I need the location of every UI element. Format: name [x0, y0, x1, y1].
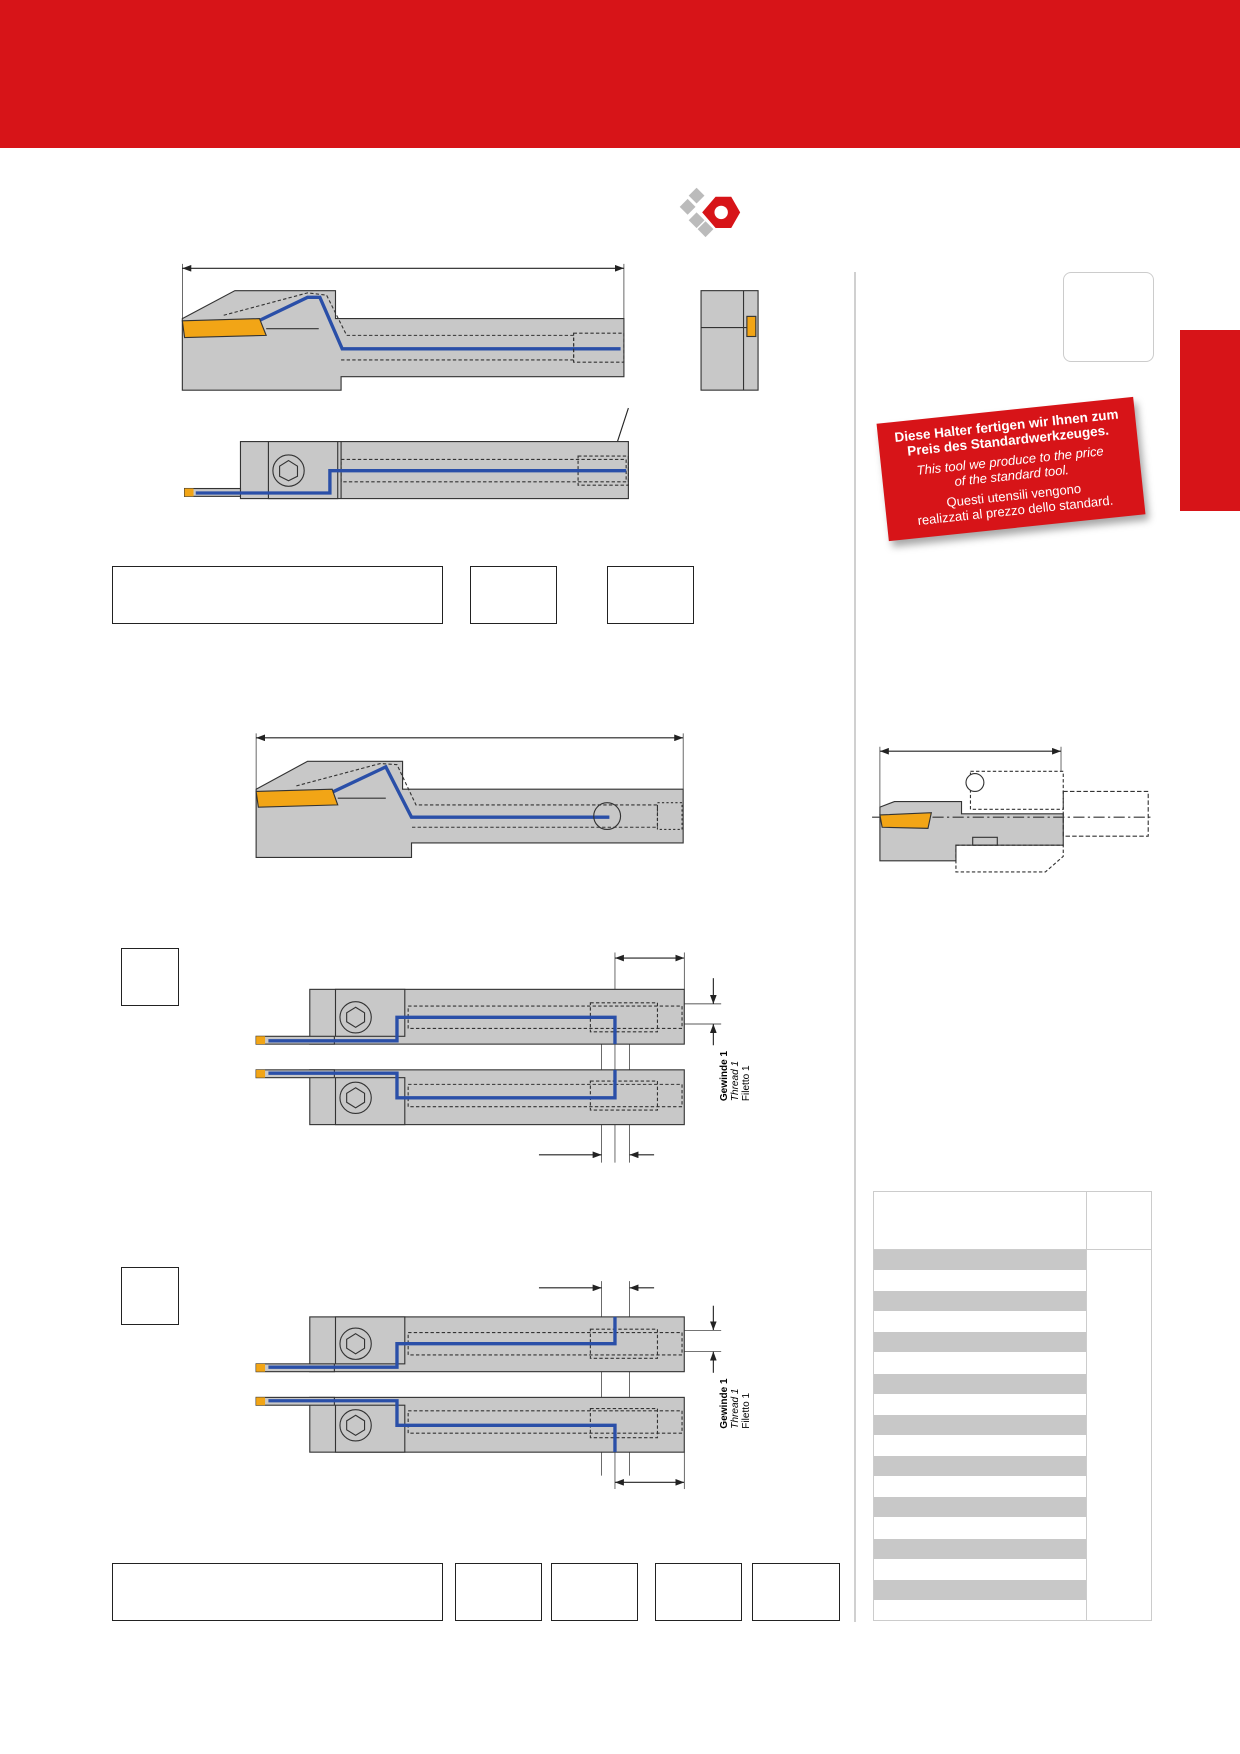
table-row	[874, 1374, 1086, 1394]
bottom-box-2	[551, 1563, 638, 1621]
table-column-divider	[1086, 1192, 1087, 1620]
order-code-box	[112, 566, 443, 624]
bottom-order-code-box	[112, 1563, 443, 1621]
table-row	[874, 1497, 1086, 1517]
table-row	[874, 1332, 1086, 1352]
thread-label-it-b: Filetto 1	[741, 1393, 752, 1429]
thread-label-en-b: Thread 1	[730, 1388, 741, 1428]
spec-table	[873, 1191, 1152, 1621]
header-banner	[0, 0, 1240, 148]
table-header-divider	[874, 1249, 1151, 1250]
icon-placeholder-box	[1063, 272, 1154, 362]
table-row	[874, 1250, 1086, 1270]
variant-b-label-box	[121, 1267, 179, 1325]
holder-end-view	[700, 290, 759, 391]
chapter-tab	[1180, 330, 1240, 511]
variant-a-label-box	[121, 948, 179, 1006]
holder-side-view	[181, 263, 625, 391]
dimension-box-1	[470, 566, 557, 624]
table-row	[874, 1291, 1086, 1311]
bottom-box-1	[455, 1563, 542, 1621]
thread-label-de: Gewinde 1	[719, 1050, 730, 1101]
bottom-box-4	[752, 1563, 840, 1621]
thread-label-en: Thread 1	[730, 1061, 741, 1101]
thread-label-de-b: Gewinde 1	[719, 1378, 730, 1429]
bottom-box-3	[655, 1563, 742, 1621]
thread-label-it: Filetto 1	[741, 1065, 752, 1101]
dimension-box-2	[607, 566, 694, 624]
column-divider	[854, 272, 856, 1622]
variant-a-drawing: Gewinde 1 Thread 1 Filetto 1	[255, 952, 752, 1163]
holder-variant-side-view	[255, 733, 684, 858]
table-row	[874, 1580, 1086, 1600]
table-row	[874, 1539, 1086, 1559]
variant-b-drawing: Gewinde 1 Thread 1 Filetto 1	[255, 1281, 752, 1490]
holder-top-view	[184, 407, 629, 500]
brand-logo	[679, 187, 741, 238]
table-row	[874, 1415, 1086, 1435]
table-row	[874, 1456, 1086, 1476]
mounting-detail-drawing	[872, 746, 1152, 873]
